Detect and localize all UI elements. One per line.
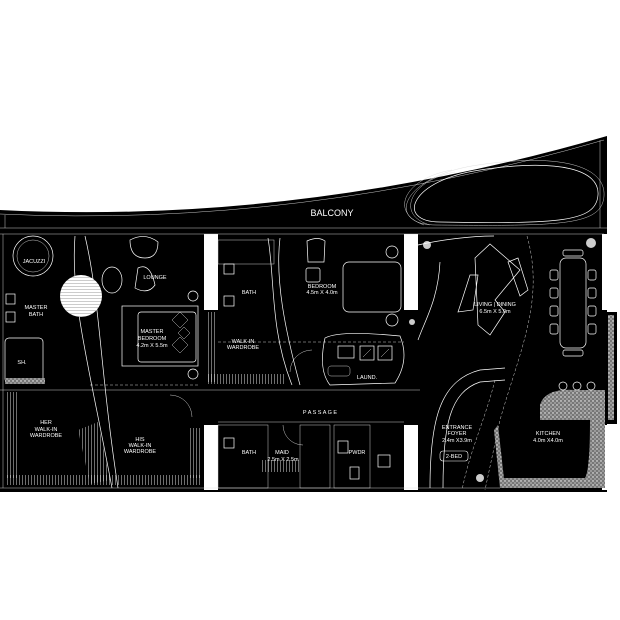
maid-label: MAID bbox=[275, 450, 289, 456]
shower-label: SH. bbox=[17, 360, 27, 366]
column bbox=[204, 234, 218, 310]
column bbox=[404, 425, 418, 490]
foyer-label: FOYER bbox=[448, 431, 467, 437]
kitchen-label: KITCHEN bbox=[536, 431, 560, 437]
powder-label: PWDR bbox=[349, 450, 366, 456]
column bbox=[404, 234, 418, 310]
living-dining-label: LIVING | DINING bbox=[474, 302, 516, 308]
master-bedroom-label: MASTER bbox=[141, 329, 164, 335]
foyer-size: 2.4m X3.9m bbox=[442, 438, 472, 444]
his-wardrobe-label: WALK-IN bbox=[129, 443, 152, 449]
room-labels: JACUZZI LOUNGE MASTER BATH MASTER BEDROO… bbox=[17, 259, 563, 463]
dining-table bbox=[549, 249, 597, 357]
her-wardrobe-label: WARDROBE bbox=[30, 433, 63, 439]
column bbox=[602, 425, 620, 490]
foyer-label: ENTRANCE bbox=[442, 425, 473, 431]
master-bath-label: MASTER bbox=[25, 305, 48, 311]
lounge-label: LOUNGE bbox=[143, 275, 167, 281]
column bbox=[204, 425, 218, 490]
bedroom-size: 4.5m X 4.0m bbox=[306, 290, 338, 296]
master-bath-label: BATH bbox=[29, 312, 43, 318]
his-wardrobe-label: WARDROBE bbox=[124, 449, 157, 455]
bedroom-label: BEDROOM bbox=[308, 284, 337, 290]
walkin-wardrobe-label: WARDROBE bbox=[227, 345, 260, 351]
main-floor bbox=[0, 230, 620, 492]
maid-size: 2.5m X 2.5m bbox=[267, 457, 299, 463]
maid-bath-label: BATH bbox=[242, 450, 256, 456]
badge-frame bbox=[439, 450, 469, 462]
passage-label: P A S S A G E bbox=[303, 410, 337, 416]
balcony-label: BALCONY bbox=[310, 208, 353, 218]
master-bedroom-size: 4.2m X 5.5m bbox=[136, 343, 168, 349]
living-dining-size: 6.5m X 5.0m bbox=[479, 309, 511, 315]
jacuzzi-label: JACUZZI bbox=[23, 259, 46, 265]
her-wardrobe-label: HER bbox=[40, 420, 52, 426]
laundry-label: LAUND. bbox=[357, 375, 378, 381]
walkin-wardrobe-label: WALK-IN bbox=[232, 339, 255, 345]
bath-label: BATH bbox=[242, 290, 256, 296]
his-wardrobe-label: HIS bbox=[135, 437, 145, 443]
column bbox=[602, 234, 620, 310]
master-bedroom-label: BEDROOM bbox=[138, 336, 167, 342]
balcony: BALCONY bbox=[0, 136, 607, 230]
her-wardrobe-label: WALK-IN bbox=[35, 427, 58, 433]
kitchen-size: 4.0m X4.0m bbox=[533, 438, 563, 444]
unit-type-badge: 2-BED bbox=[446, 454, 462, 460]
